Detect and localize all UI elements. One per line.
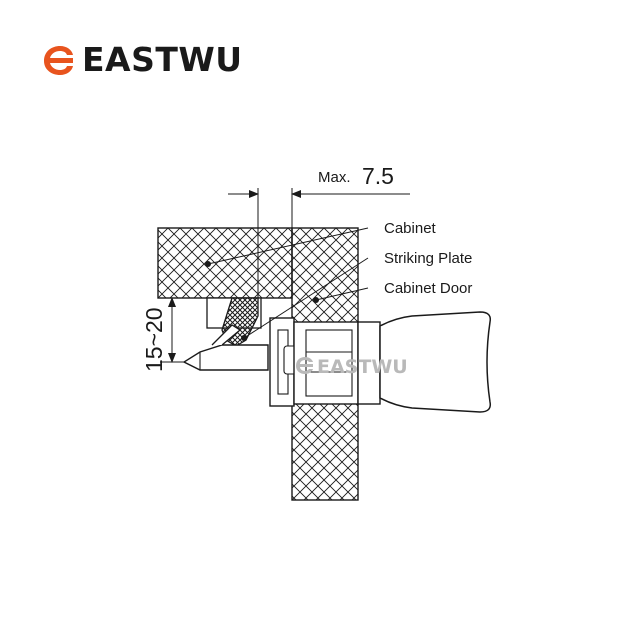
latch-hook bbox=[211, 324, 242, 346]
leader-cabinet-door: Cabinet Door bbox=[313, 280, 472, 303]
leader-cabinet: Cabinet bbox=[205, 220, 437, 267]
dimension-max-prefix: Max. bbox=[318, 169, 351, 186]
dimension-range: 15~20 bbox=[141, 297, 207, 372]
dimension-max-value: 7.5 bbox=[362, 163, 394, 189]
knob-handle bbox=[379, 311, 492, 413]
dimension-range-value: 15~20 bbox=[141, 307, 167, 372]
watermark-text: EASTWU bbox=[317, 356, 408, 378]
leader-striking-plate: Striking Plate bbox=[241, 250, 472, 341]
watermark: EASTWU bbox=[296, 356, 408, 378]
brand-logo: EASTWU bbox=[40, 40, 243, 80]
cabinet-panel bbox=[157, 227, 293, 299]
latch-bar bbox=[182, 344, 269, 371]
brand-logo-icon bbox=[44, 46, 73, 75]
label-striking-plate: Striking Plate bbox=[384, 250, 472, 267]
label-cabinet: Cabinet bbox=[384, 220, 437, 237]
dimension-max: Max. 7.5 bbox=[228, 163, 410, 298]
label-cabinet-door: Cabinet Door bbox=[384, 280, 472, 297]
brand-name: EASTWU bbox=[82, 40, 243, 79]
